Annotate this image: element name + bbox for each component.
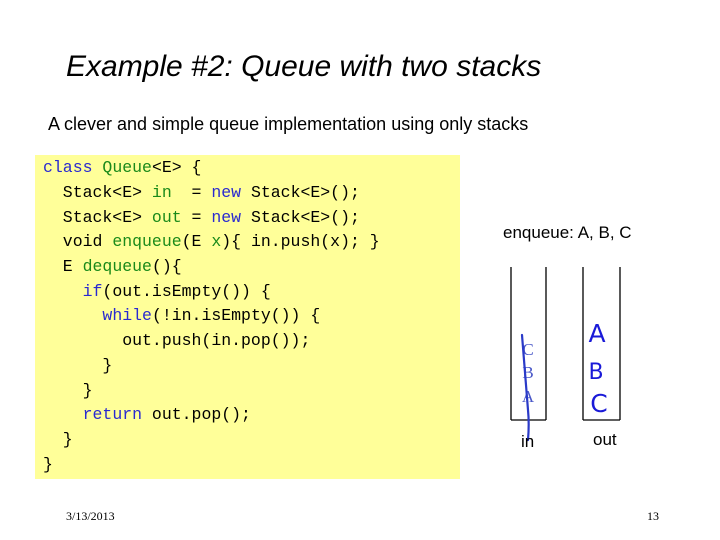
code-text: = [171,183,212,202]
code-line-11: return out.pop(); [43,405,251,425]
code-keyword: class [43,158,93,177]
code-line-5: E dequeue(){ [43,257,182,277]
code-text: out.pop(); [142,405,251,424]
code-line-3: Stack<E> out = new Stack<E>(); [43,208,360,228]
code-line-1: class Queue<E> { [43,158,201,178]
out-stack-label: out [593,430,617,449]
out-stack-item: A [588,319,605,348]
in-stack-label: in [521,432,535,451]
code-line-7: while(!in.isEmpty()) { [43,306,320,326]
code-line-6: if(out.isEmpty()) { [43,282,271,302]
out-stack-item: C [590,389,607,418]
slide-title: Example #2: Queue with two stacks [66,50,542,83]
code-identifier: enqueue [112,232,182,251]
code-text: (out.isEmpty()) { [102,282,271,301]
diagram-caption: enqueue: A, B, C [503,223,632,242]
out-stack-item: B [588,360,603,385]
code-line-9: } [43,356,113,375]
code-keyword: new [211,183,242,202]
code-text: Stack<E>(); [241,208,360,227]
code-text: void [43,232,113,251]
slide-subtitle: A clever and simple queue implementation… [48,114,529,134]
code-identifier: dequeue [82,257,152,276]
code-line-10: } [43,381,93,400]
code-keyword: while [102,306,152,325]
in-stack-item: A [522,387,535,406]
code-keyword: if [82,282,103,301]
code-text: (){ [151,257,182,276]
out-stack: A B C [582,267,621,421]
code-text: E [43,257,83,276]
code-keyword: return [82,405,143,424]
in-stack-item: B [522,363,533,382]
code-text: Stack<E> [43,183,152,202]
code-keyword: new [211,208,242,227]
code-identifier: Queue [102,158,152,177]
code-line-12: } [43,430,73,449]
code-block: class Queue<E> { Stack<E> in = new Stack… [35,155,460,479]
footer-date: 3/13/2013 [66,509,115,523]
page-number: 13 [647,509,659,523]
code-text: ){ in.push(x); } [221,232,380,251]
code-line-13: } [43,455,53,474]
code-text: (E [181,232,212,251]
code-line-4: void enqueue(E x){ in.push(x); } [43,232,380,252]
in-stack-item: C [522,340,533,359]
in-stack: C B A [510,267,547,442]
code-text: Stack<E>(); [241,183,360,202]
code-text: <E> { [151,158,202,177]
code-text: = [181,208,212,227]
code-identifier: out [151,208,182,227]
code-identifier: in [151,183,172,202]
code-line-8: out.push(in.pop()); [43,331,311,350]
strike-through-line [520,333,530,442]
code-line-2: Stack<E> in = new Stack<E>(); [43,183,360,203]
code-text: Stack<E> [43,208,152,227]
code-identifier: x [211,232,222,251]
code-text: (!in.isEmpty()) { [151,306,321,325]
